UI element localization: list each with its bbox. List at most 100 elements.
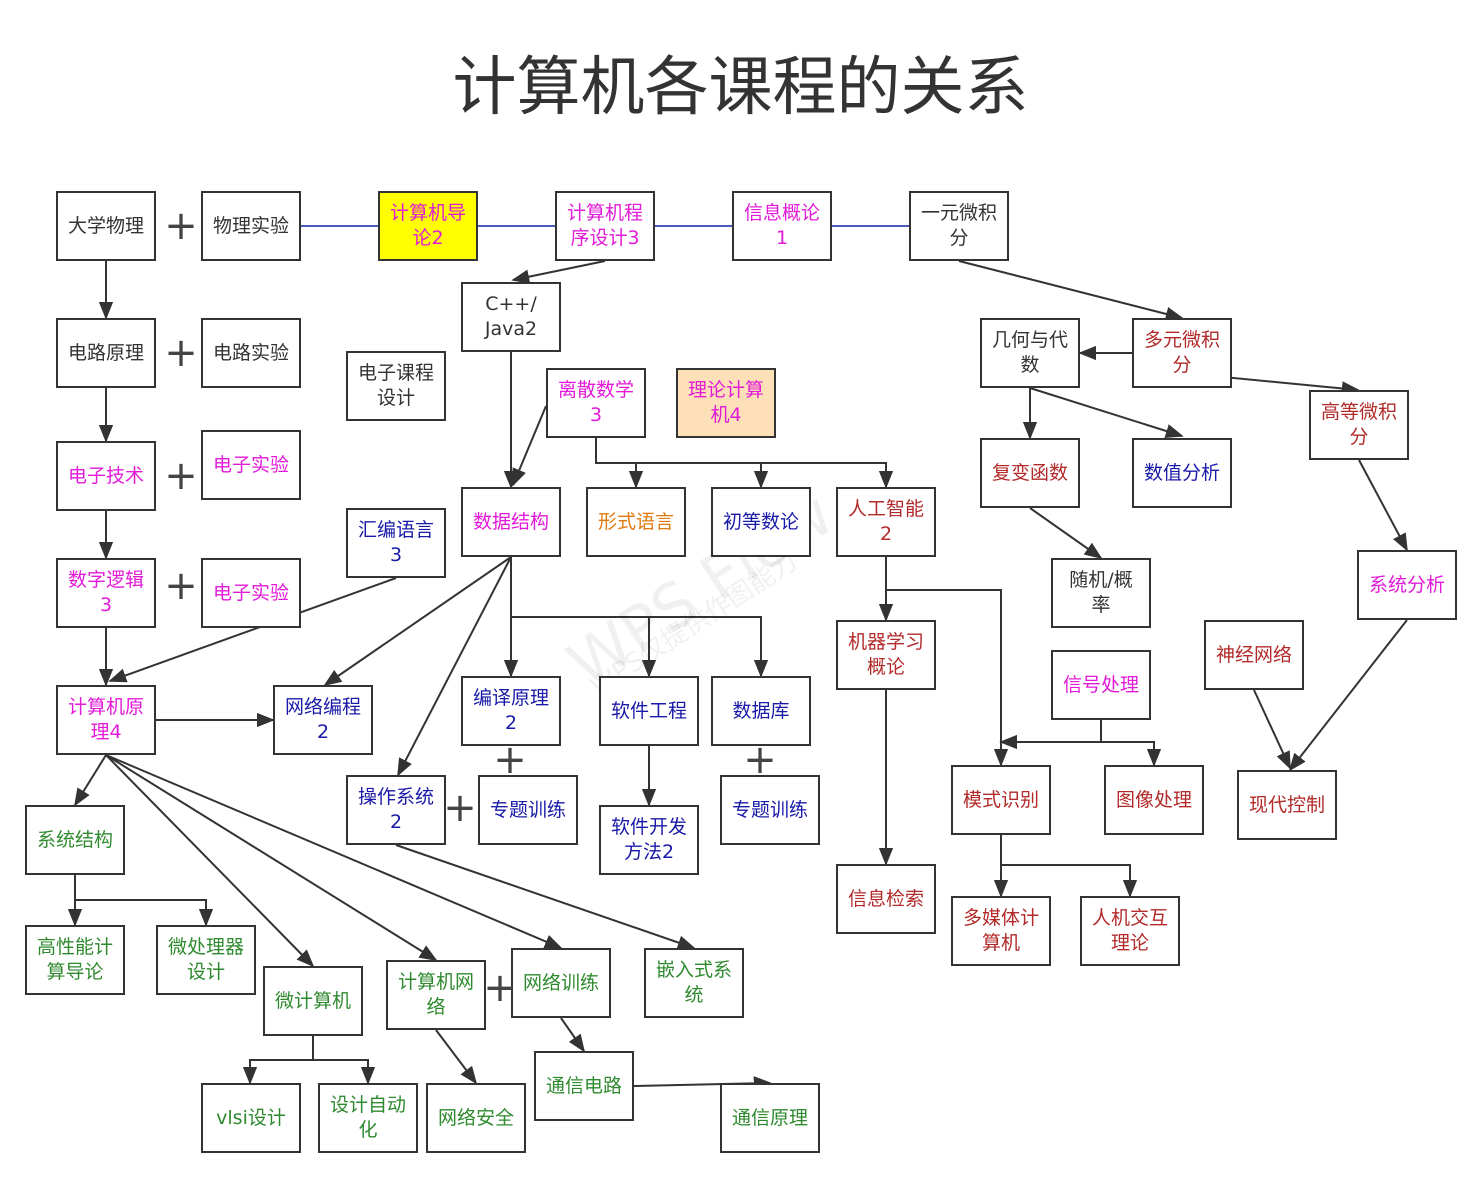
course-node-training1[interactable]: 专题训练 — [478, 775, 578, 845]
course-node-hpc[interactable]: 高性能计算导论 — [25, 925, 125, 995]
course-node-label-line: 电子课程 — [357, 362, 434, 384]
course-node-e-lab2[interactable]: 电子实验 — [201, 558, 301, 628]
course-node-net-train[interactable]: 网络训练 — [511, 948, 611, 1018]
course-node-label-line: 设计 — [376, 387, 415, 409]
course-node-microcomputer[interactable]: 微计算机 — [263, 966, 363, 1036]
course-node-label: 电路实验 — [213, 341, 289, 366]
course-node-label: 计算机程序设计3 — [567, 201, 643, 251]
course-node-label-line: 机器学习 — [847, 631, 924, 653]
course-node-label-line: 形式语言 — [597, 510, 674, 533]
course-node-comm-circuit[interactable]: 通信电路 — [534, 1051, 634, 1121]
course-node-label-line: Java2 — [484, 318, 538, 340]
course-node-signal[interactable]: 信号处理 — [1051, 650, 1151, 720]
course-node-numerical[interactable]: 数值分析 — [1132, 438, 1232, 508]
edge-programming-to-cpp — [511, 260, 606, 284]
course-node-comm-principle[interactable]: 通信原理 — [720, 1083, 820, 1153]
course-node-label-line: 软件开发 — [610, 816, 687, 838]
edge-network-to-net_security — [560, 1017, 586, 1053]
course-node-complex[interactable]: 复变函数 — [980, 438, 1080, 508]
course-node-eda[interactable]: 设计自动化 — [318, 1083, 418, 1153]
course-node-electronics[interactable]: 电子技术 — [56, 441, 156, 511]
course-node-cpp[interactable]: C++/ Java2 — [461, 282, 561, 352]
course-node-pattern[interactable]: 模式识别 — [951, 765, 1051, 835]
course-node-sys-analysis[interactable]: 系统分析 — [1357, 550, 1457, 620]
course-node-soft-dev[interactable]: 软件开发方法2 — [599, 805, 699, 875]
course-node-multimedia[interactable]: 多媒体计算机 — [951, 896, 1051, 966]
course-node-label-line: 3 — [99, 594, 113, 616]
course-node-label: 信号处理 — [1063, 673, 1139, 698]
course-node-formal[interactable]: 形式语言 — [586, 487, 686, 557]
edge-principle-to-arch — [74, 754, 107, 807]
course-node-modern-ctrl[interactable]: 现代控制 — [1237, 770, 1337, 840]
course-node-label-line: 神经网络 — [1215, 643, 1292, 666]
course-node-calc1[interactable]: 一元微积分 — [909, 191, 1009, 261]
course-node-database[interactable]: 数据库 — [711, 676, 811, 746]
course-node-label-line: 操作系统 — [357, 786, 434, 808]
course-node-neural[interactable]: 神经网络 — [1204, 620, 1304, 690]
course-node-network[interactable]: 计算机网络 — [386, 960, 486, 1030]
edge-neural-to-modern_ctrl — [1253, 689, 1291, 770]
course-node-label: 数据结构 — [473, 510, 549, 535]
course-node-programming[interactable]: 计算机程序设计3 — [555, 191, 655, 261]
course-node-embedded[interactable]: 嵌入式系统 — [644, 948, 744, 1018]
course-node-physics[interactable]: 大学物理 — [56, 191, 156, 261]
course-node-label: 通信原理 — [732, 1106, 808, 1131]
edge-data_struct-to-os — [397, 556, 512, 777]
course-node-circuit[interactable]: 电路原理 — [56, 318, 156, 388]
course-node-vlsi[interactable]: vlsi设计 — [201, 1083, 301, 1153]
course-node-label-line: 网络安全 — [437, 1106, 514, 1129]
course-node-adv-calc[interactable]: 高等微积分 — [1309, 390, 1409, 460]
course-node-random[interactable]: 随机/概率 — [1051, 558, 1151, 628]
course-node-principle[interactable]: 计算机原理4 — [56, 685, 156, 755]
course-node-label-line: 通信原理 — [731, 1106, 808, 1129]
course-node-ir[interactable]: 信息检索 — [836, 864, 936, 934]
course-node-circuit-lab[interactable]: 电路实验 — [201, 318, 301, 388]
course-node-label-line: 电路原理 — [67, 341, 144, 364]
course-node-label-line: 几何与代 — [991, 329, 1068, 351]
course-node-physics-lab[interactable]: 物理实验 — [201, 191, 301, 261]
course-node-training2[interactable]: 专题训练 — [720, 775, 820, 845]
course-node-label-line: 复变函数 — [991, 461, 1068, 484]
course-node-hci[interactable]: 人机交互理论 — [1080, 896, 1180, 966]
course-node-soft-eng[interactable]: 软件工程 — [599, 676, 699, 746]
course-node-arch[interactable]: 系统结构 — [25, 805, 125, 875]
course-node-geometry[interactable]: 几何与代数 — [980, 318, 1080, 388]
course-node-label-line: 数 — [1020, 354, 1040, 376]
edge-principle-to-network — [105, 754, 438, 961]
course-node-theory[interactable]: 理论计算机4 — [676, 368, 776, 438]
plus-sign: + — [443, 785, 477, 831]
edge-principle-to-embedded — [395, 844, 696, 950]
course-node-label: 嵌入式系统 — [656, 958, 732, 1008]
course-node-image[interactable]: 图像处理 — [1104, 765, 1204, 835]
course-node-micro-design[interactable]: 微处理器设计 — [156, 925, 256, 995]
course-node-label: 一元微积分 — [921, 201, 997, 251]
course-node-number[interactable]: 初等数论 — [711, 487, 811, 557]
course-node-label-line: 嵌入式系 — [655, 959, 732, 981]
course-node-e-lab1[interactable]: 电子实验 — [201, 430, 301, 500]
course-node-label: 图像处理 — [1116, 788, 1192, 813]
course-node-e-design[interactable]: 电子课程设计 — [346, 351, 446, 421]
edge-microcomputer-to-vlsi — [313, 1059, 376, 1085]
course-node-label-line: 设计自动 — [329, 1094, 406, 1116]
course-node-label-line: 理4 — [90, 721, 122, 743]
course-node-label-line: C++/ — [485, 293, 537, 315]
course-node-label-line: 统 — [684, 984, 704, 1006]
course-node-label: 电子实验 — [213, 453, 289, 478]
course-node-data-struct[interactable]: 数据结构 — [461, 487, 561, 557]
course-node-intro[interactable]: 计算机导论2 — [378, 191, 478, 261]
course-node-calc-multi[interactable]: 多元微积分 — [1132, 318, 1232, 388]
course-node-label-line: 微处理器 — [167, 936, 244, 958]
course-node-net-security[interactable]: 网络安全 — [426, 1083, 526, 1153]
course-node-label: 网络安全 — [438, 1106, 514, 1131]
course-node-ml[interactable]: 机器学习概论 — [836, 620, 936, 690]
